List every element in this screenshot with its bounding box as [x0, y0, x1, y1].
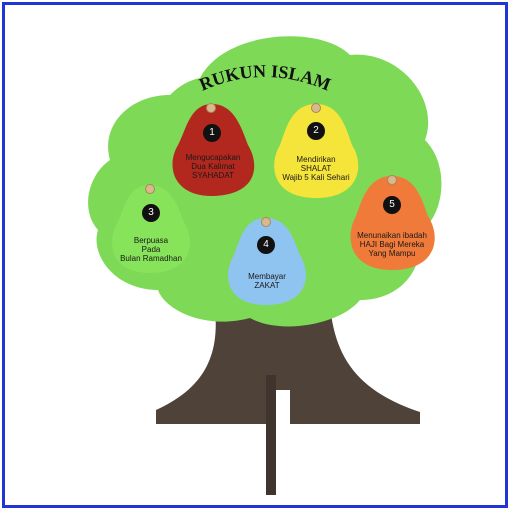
leaf-5-number: 5 [383, 196, 401, 214]
leaf-3-shape [112, 185, 190, 273]
leaf-2-number: 2 [307, 122, 325, 140]
tree-stand [266, 375, 276, 495]
leaf-5-peg [387, 175, 397, 185]
leaf-1-number: 1 [203, 124, 221, 142]
tree-trunk [156, 305, 420, 424]
leaf-2-shape [274, 104, 359, 198]
leaf-1-shape [172, 104, 255, 196]
leaf-4-shape [228, 218, 306, 305]
leaf-4-peg [261, 217, 271, 227]
leaf-3-peg [145, 184, 155, 194]
leaf-1-peg [206, 103, 216, 113]
leaf-5-text: Menunaikan ibadah HAJI Bagi Mereka Yang … [357, 231, 427, 258]
leaf-4-text: Membayar ZAKAT [248, 272, 286, 290]
leaf-2-text: Mendirikan SHALAT Wajib 5 Kali Sehari [282, 155, 350, 182]
leaf-2-peg [311, 103, 321, 113]
leaf-4-number: 4 [257, 236, 275, 254]
leaf-3-text: Berpuasa Pada Bulan Ramadhan [120, 236, 182, 263]
leaf-3-number: 3 [142, 204, 160, 222]
leaf-5-shape [350, 176, 435, 270]
leaf-1-text: Mengucapakan Dua Kalimat SYAHADAT [185, 153, 241, 180]
